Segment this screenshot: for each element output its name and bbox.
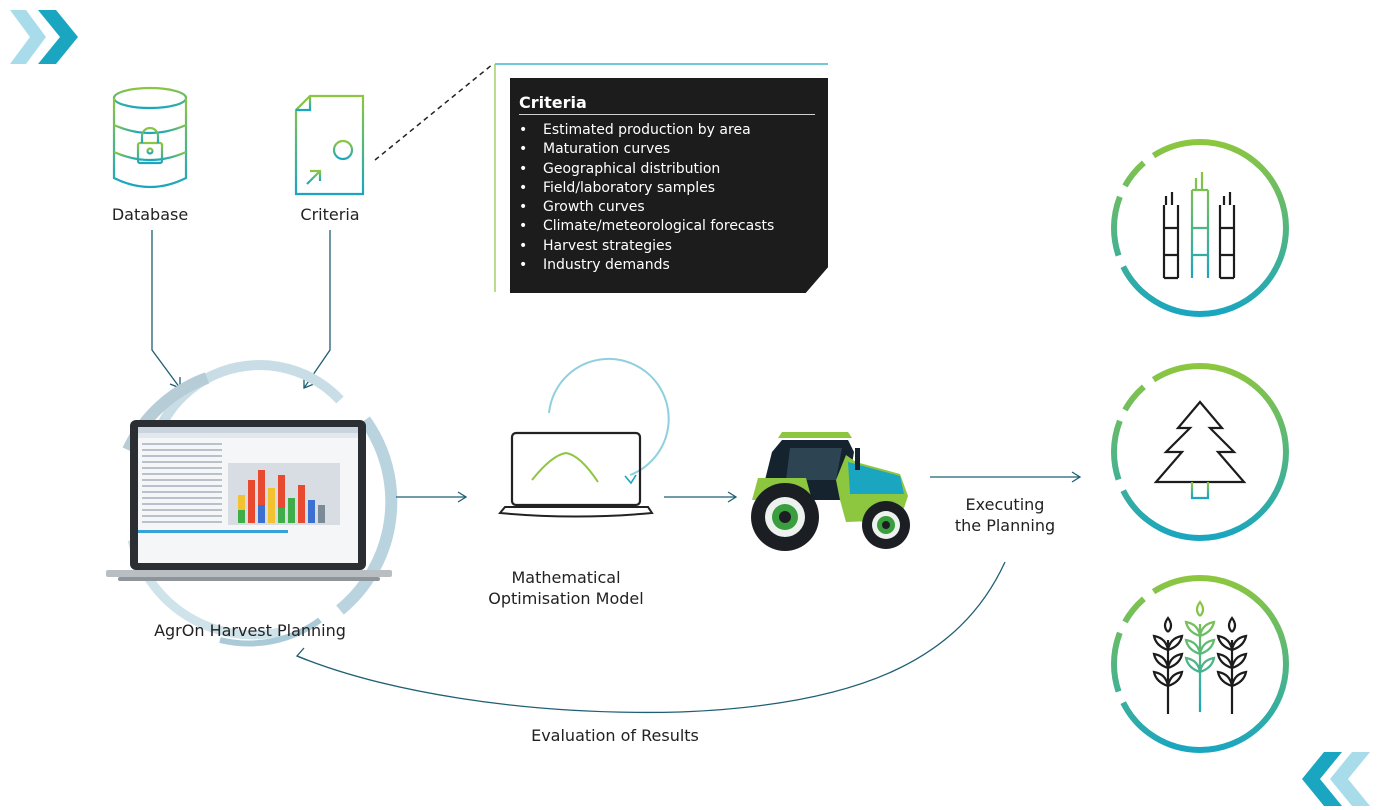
criteria-panel-divider bbox=[519, 114, 815, 115]
document-criteria-icon bbox=[294, 94, 365, 196]
pine-tree-icon bbox=[1153, 400, 1247, 500]
arrow-evaluation-feedback bbox=[295, 561, 1006, 714]
database-lock-icon bbox=[112, 86, 188, 188]
tractor-icon bbox=[751, 432, 910, 551]
criteria-panel-title: Criteria bbox=[519, 93, 587, 112]
database-label: Database bbox=[111, 205, 189, 224]
arrow-database-to-planning bbox=[151, 230, 181, 389]
model-label-line2: Optimisation Model bbox=[488, 589, 644, 608]
chevrons-left-icon bbox=[1302, 752, 1370, 806]
arrow-tractor-to-crops bbox=[930, 471, 1082, 483]
executing-label-line2: the Planning bbox=[954, 516, 1056, 535]
harvest-planning-label: AgrOn Harvest Planning bbox=[154, 621, 346, 640]
forest-ring bbox=[1111, 363, 1289, 541]
arrow-planning-to-model bbox=[396, 491, 468, 503]
evaluation-label: Evaluation of Results bbox=[531, 726, 699, 745]
criteria-label: Criteria bbox=[300, 205, 360, 224]
sugarcane-ring bbox=[1111, 139, 1289, 317]
criteria-item: Maturation curves bbox=[519, 140, 774, 159]
criteria-list: Estimated production by area Maturation … bbox=[519, 121, 774, 275]
criteria-item: Field/laboratory samples bbox=[519, 179, 774, 198]
laptop-chart-icon bbox=[498, 357, 670, 518]
wheat-icon bbox=[1152, 600, 1248, 714]
sugarcane-icon bbox=[1162, 172, 1236, 280]
criteria-item: Growth curves bbox=[519, 198, 774, 217]
chevrons-right-icon bbox=[10, 10, 78, 64]
arrow-model-to-tractor bbox=[664, 491, 738, 503]
model-label-line1: Mathematical bbox=[511, 568, 621, 587]
criteria-panel: Criteria Estimated production by area Ma… bbox=[510, 78, 828, 293]
executing-label-line1: Executing bbox=[965, 495, 1045, 514]
harvest-planning-laptop bbox=[106, 420, 392, 581]
criteria-item: Climate/meteorological forecasts bbox=[519, 217, 774, 236]
criteria-item: Industry demands bbox=[519, 256, 774, 275]
criteria-item: Harvest strategies bbox=[519, 237, 774, 256]
arrow-criteria-to-planning bbox=[303, 230, 331, 389]
grain-ring bbox=[1111, 575, 1289, 753]
criteria-item: Geographical distribution bbox=[519, 160, 774, 179]
criteria-item: Estimated production by area bbox=[519, 121, 774, 140]
